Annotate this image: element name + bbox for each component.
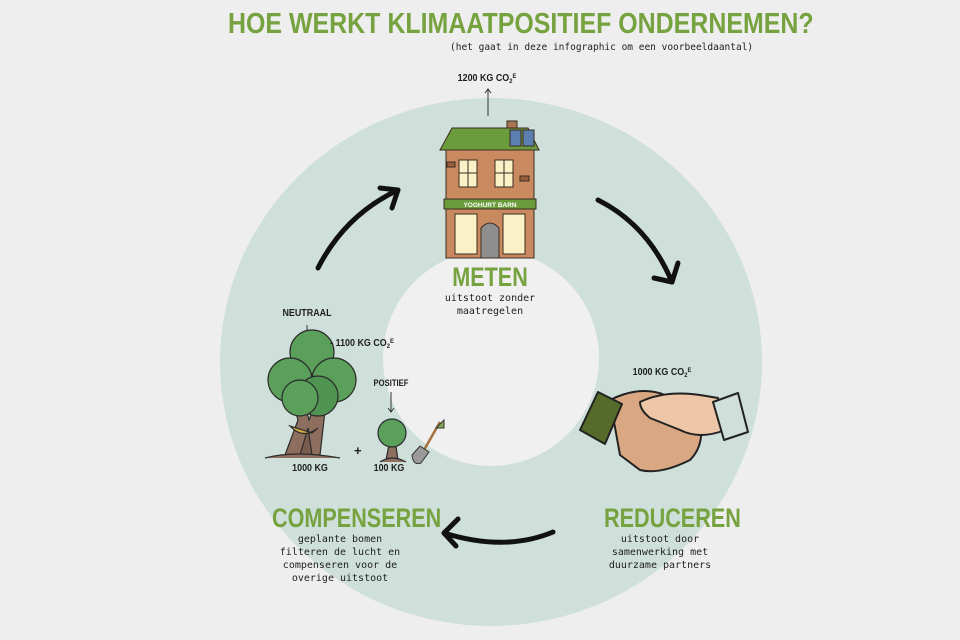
- step-desc-reduceren: uitstoot door samenwerking met duurzame …: [608, 534, 712, 571]
- step-desc-meten: uitstoot zonder maatregelen: [444, 293, 536, 317]
- curved-arrow-down-right-icon: [595, 197, 681, 285]
- curved-arrow-up-right-icon: [315, 185, 401, 271]
- handshake-icon: [579, 390, 749, 473]
- positive-label: POSITIEF: [373, 378, 409, 388]
- shop-sign-text: YOGHURT BARN: [463, 202, 516, 209]
- step-title-meten: METEN: [452, 262, 528, 292]
- curved-arrow-left-icon: [441, 516, 556, 549]
- inner-circle: [383, 250, 599, 466]
- house-icon: YOGHURT BARN: [439, 120, 540, 259]
- step-title-compenseren: COMPENSEREN: [272, 503, 442, 533]
- meten-emission-label: 1200 KG CO2E: [457, 72, 517, 85]
- trees-icon: [264, 329, 407, 463]
- plus-sign: +: [354, 443, 362, 458]
- emission-up-arrow-icon: [484, 88, 492, 116]
- shovel-icon: [411, 418, 445, 465]
- big-trees-amount: 1000 KG: [292, 462, 328, 474]
- small-tree-amount: 100 KG: [373, 462, 405, 474]
- positive-down-arrow-icon: [387, 392, 395, 413]
- infographic-subtitle: (het gaat in deze infographic om een voo…: [450, 42, 754, 53]
- step-title-reduceren: REDUCEREN: [604, 503, 741, 533]
- reduceren-emission-label: 1000 KG CO2E: [632, 366, 692, 379]
- compenseren-emission-label: - 1100 KG CO2E: [330, 337, 394, 350]
- step-desc-compenseren: geplante bomen filteren de lucht en comp…: [279, 534, 401, 584]
- neutral-label: NEUTRAAL: [282, 307, 332, 319]
